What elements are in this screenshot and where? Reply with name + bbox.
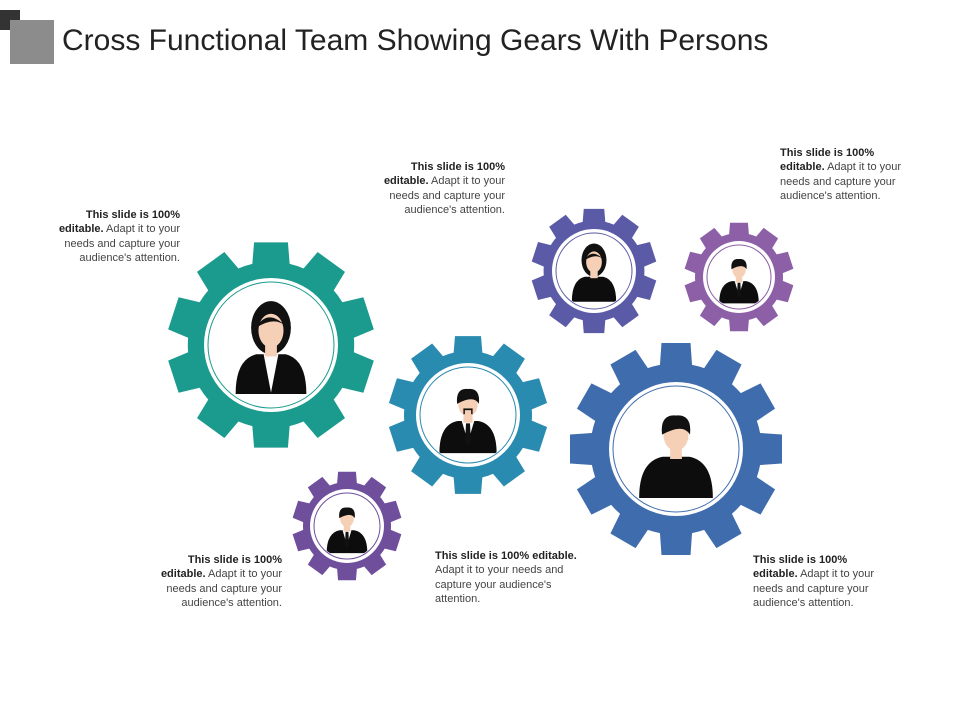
page-title: Cross Functional Team Showing Gears With…	[62, 24, 769, 57]
gear-teal-woman	[168, 242, 374, 448]
caption-teal-gear: This slide is 100% editable. Adapt it to…	[58, 209, 180, 265]
gear-dark-blue-man	[569, 342, 783, 556]
gear-dark-blue-man-person-icon	[639, 415, 713, 499]
gear-blue-mustache-man	[388, 336, 548, 494]
gear-small-purple-man-person-icon	[326, 507, 368, 554]
gear-dark-blue-man-hub-ring	[612, 385, 740, 513]
caption-purple-gear: This slide is 100% editable. Adapt it to…	[780, 147, 902, 203]
gear-blue-mustache-man-hub-ring	[419, 366, 517, 464]
gear-indigo-woman	[531, 208, 657, 334]
caption-blue-gear: This slide is 100% editable. Adapt it to…	[435, 550, 577, 606]
gear-purple-man-hub-ring	[706, 244, 772, 310]
caption-dark-blue-gear: This slide is 100% editable. Adapt it to…	[753, 554, 875, 610]
gear-small-purple-man	[292, 471, 402, 581]
gear-teal-woman-hub-ring	[207, 281, 335, 409]
corner-decoration-grey	[10, 20, 54, 64]
gear-purple-man	[684, 222, 794, 332]
gear-indigo-woman-person-icon	[571, 243, 617, 302]
gear-small-purple-man-hub-ring	[313, 492, 381, 560]
caption-indigo-gear: This slide is 100% editable. Adapt it to…	[383, 161, 505, 217]
gear-teal-woman-person-icon	[235, 301, 307, 395]
caption-small-purple-gear: This slide is 100% editable. Adapt it to…	[160, 554, 282, 610]
gear-indigo-woman-hub-ring	[555, 232, 633, 310]
gear-blue-mustache-man-person-icon	[439, 388, 497, 454]
gear-purple-man-person-icon	[719, 258, 759, 304]
